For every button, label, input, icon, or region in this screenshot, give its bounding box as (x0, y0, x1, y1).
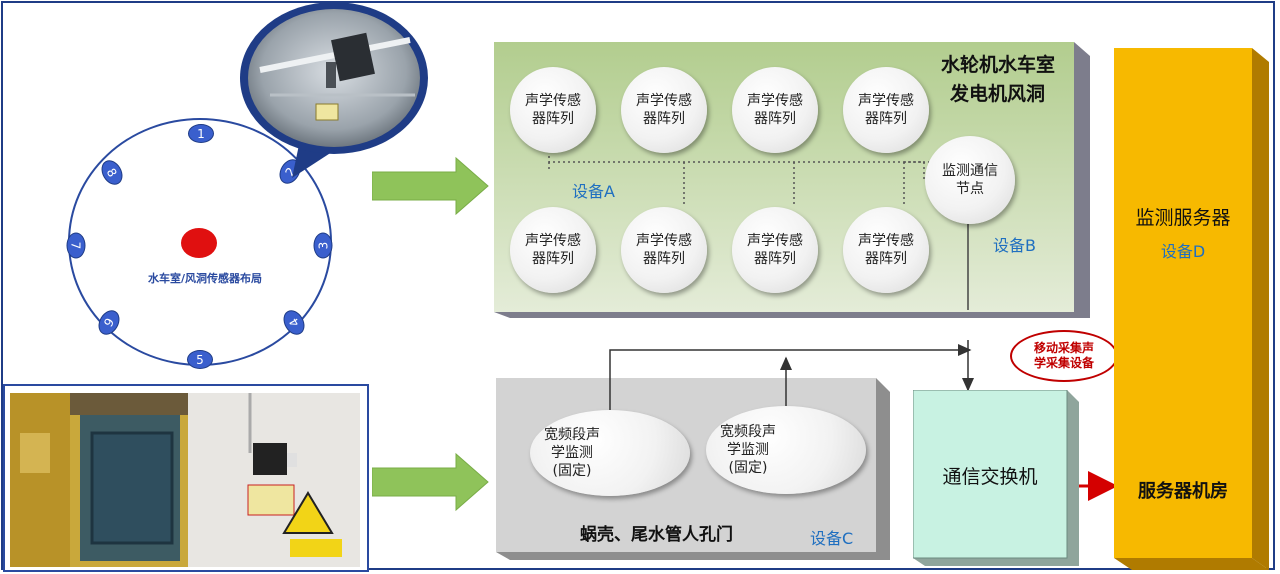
device-d-label: 设备D (1160, 242, 1206, 261)
sensor-photo-callout (240, 2, 428, 178)
acoustic-sensor-array-8: 声学传感器阵列 (843, 207, 929, 293)
acoustic-sensor-array-4: 声学传感器阵列 (843, 67, 929, 153)
monitor-1-line1: 宽频段声学监测 (544, 427, 600, 461)
server-room-label: 服务器机房 (1138, 481, 1228, 502)
monitor-2-line2: (固定) (728, 460, 768, 476)
mobile-line1: 移动采集声 (1033, 341, 1094, 355)
monitor-2-line1: 宽频段声学监测 (720, 424, 776, 458)
field-photo (10, 393, 360, 567)
acoustic-sensor-array-2: 声学传感器阵列 (621, 67, 707, 153)
server-title: 监测服务器 (1135, 207, 1231, 229)
arrow-top-green (372, 156, 489, 216)
sensor-network-lines (548, 156, 969, 310)
comm-switch-label: 通信交换机 (942, 466, 1038, 488)
monitor-1-line2: (固定) (552, 463, 592, 479)
acoustic-sensor-array-7: 声学传感器阵列 (732, 207, 818, 293)
arrow-bottom-green (372, 452, 489, 512)
mobile-line2: 学采集设备 (1033, 356, 1094, 370)
box-a-title-line1: 水轮机水车室 (941, 54, 1056, 76)
device-b-label: 设备B (993, 236, 1036, 255)
comm-switch-box (913, 390, 1079, 566)
server-room-box (1114, 48, 1269, 570)
monitoring-comm-node: 监测通信节点 (925, 136, 1015, 224)
broadband-acoustic-monitor-2: 宽频段声学监测 (固定) (706, 406, 866, 494)
acoustic-sensor-array-5: 声学传感器阵列 (510, 207, 596, 293)
box-c-title: 蜗壳、尾水管人孔门 (580, 525, 733, 545)
layout-caption: 水车室/风洞传感器布局 (147, 272, 263, 285)
device-c-label: 设备C (810, 529, 854, 548)
position-badge-1: 1 (188, 124, 214, 143)
box-a-title-line2: 发电机风洞 (950, 83, 1046, 105)
acoustic-sensor-array-6: 声学传感器阵列 (621, 207, 707, 293)
acoustic-sensor-array-3: 声学传感器阵列 (732, 67, 818, 153)
acoustic-sensor-array-1: 声学传感器阵列 (510, 67, 596, 153)
mobile-acquisition-badge: 移动采集声 学采集设备 (1010, 330, 1118, 382)
turbine-center-dot (181, 228, 217, 258)
position-badge-5: 5 (187, 350, 213, 369)
broadband-acoustic-monitor-1: 宽频段声学监测 (固定) (530, 410, 690, 496)
device-a-label: 设备A (572, 182, 615, 201)
